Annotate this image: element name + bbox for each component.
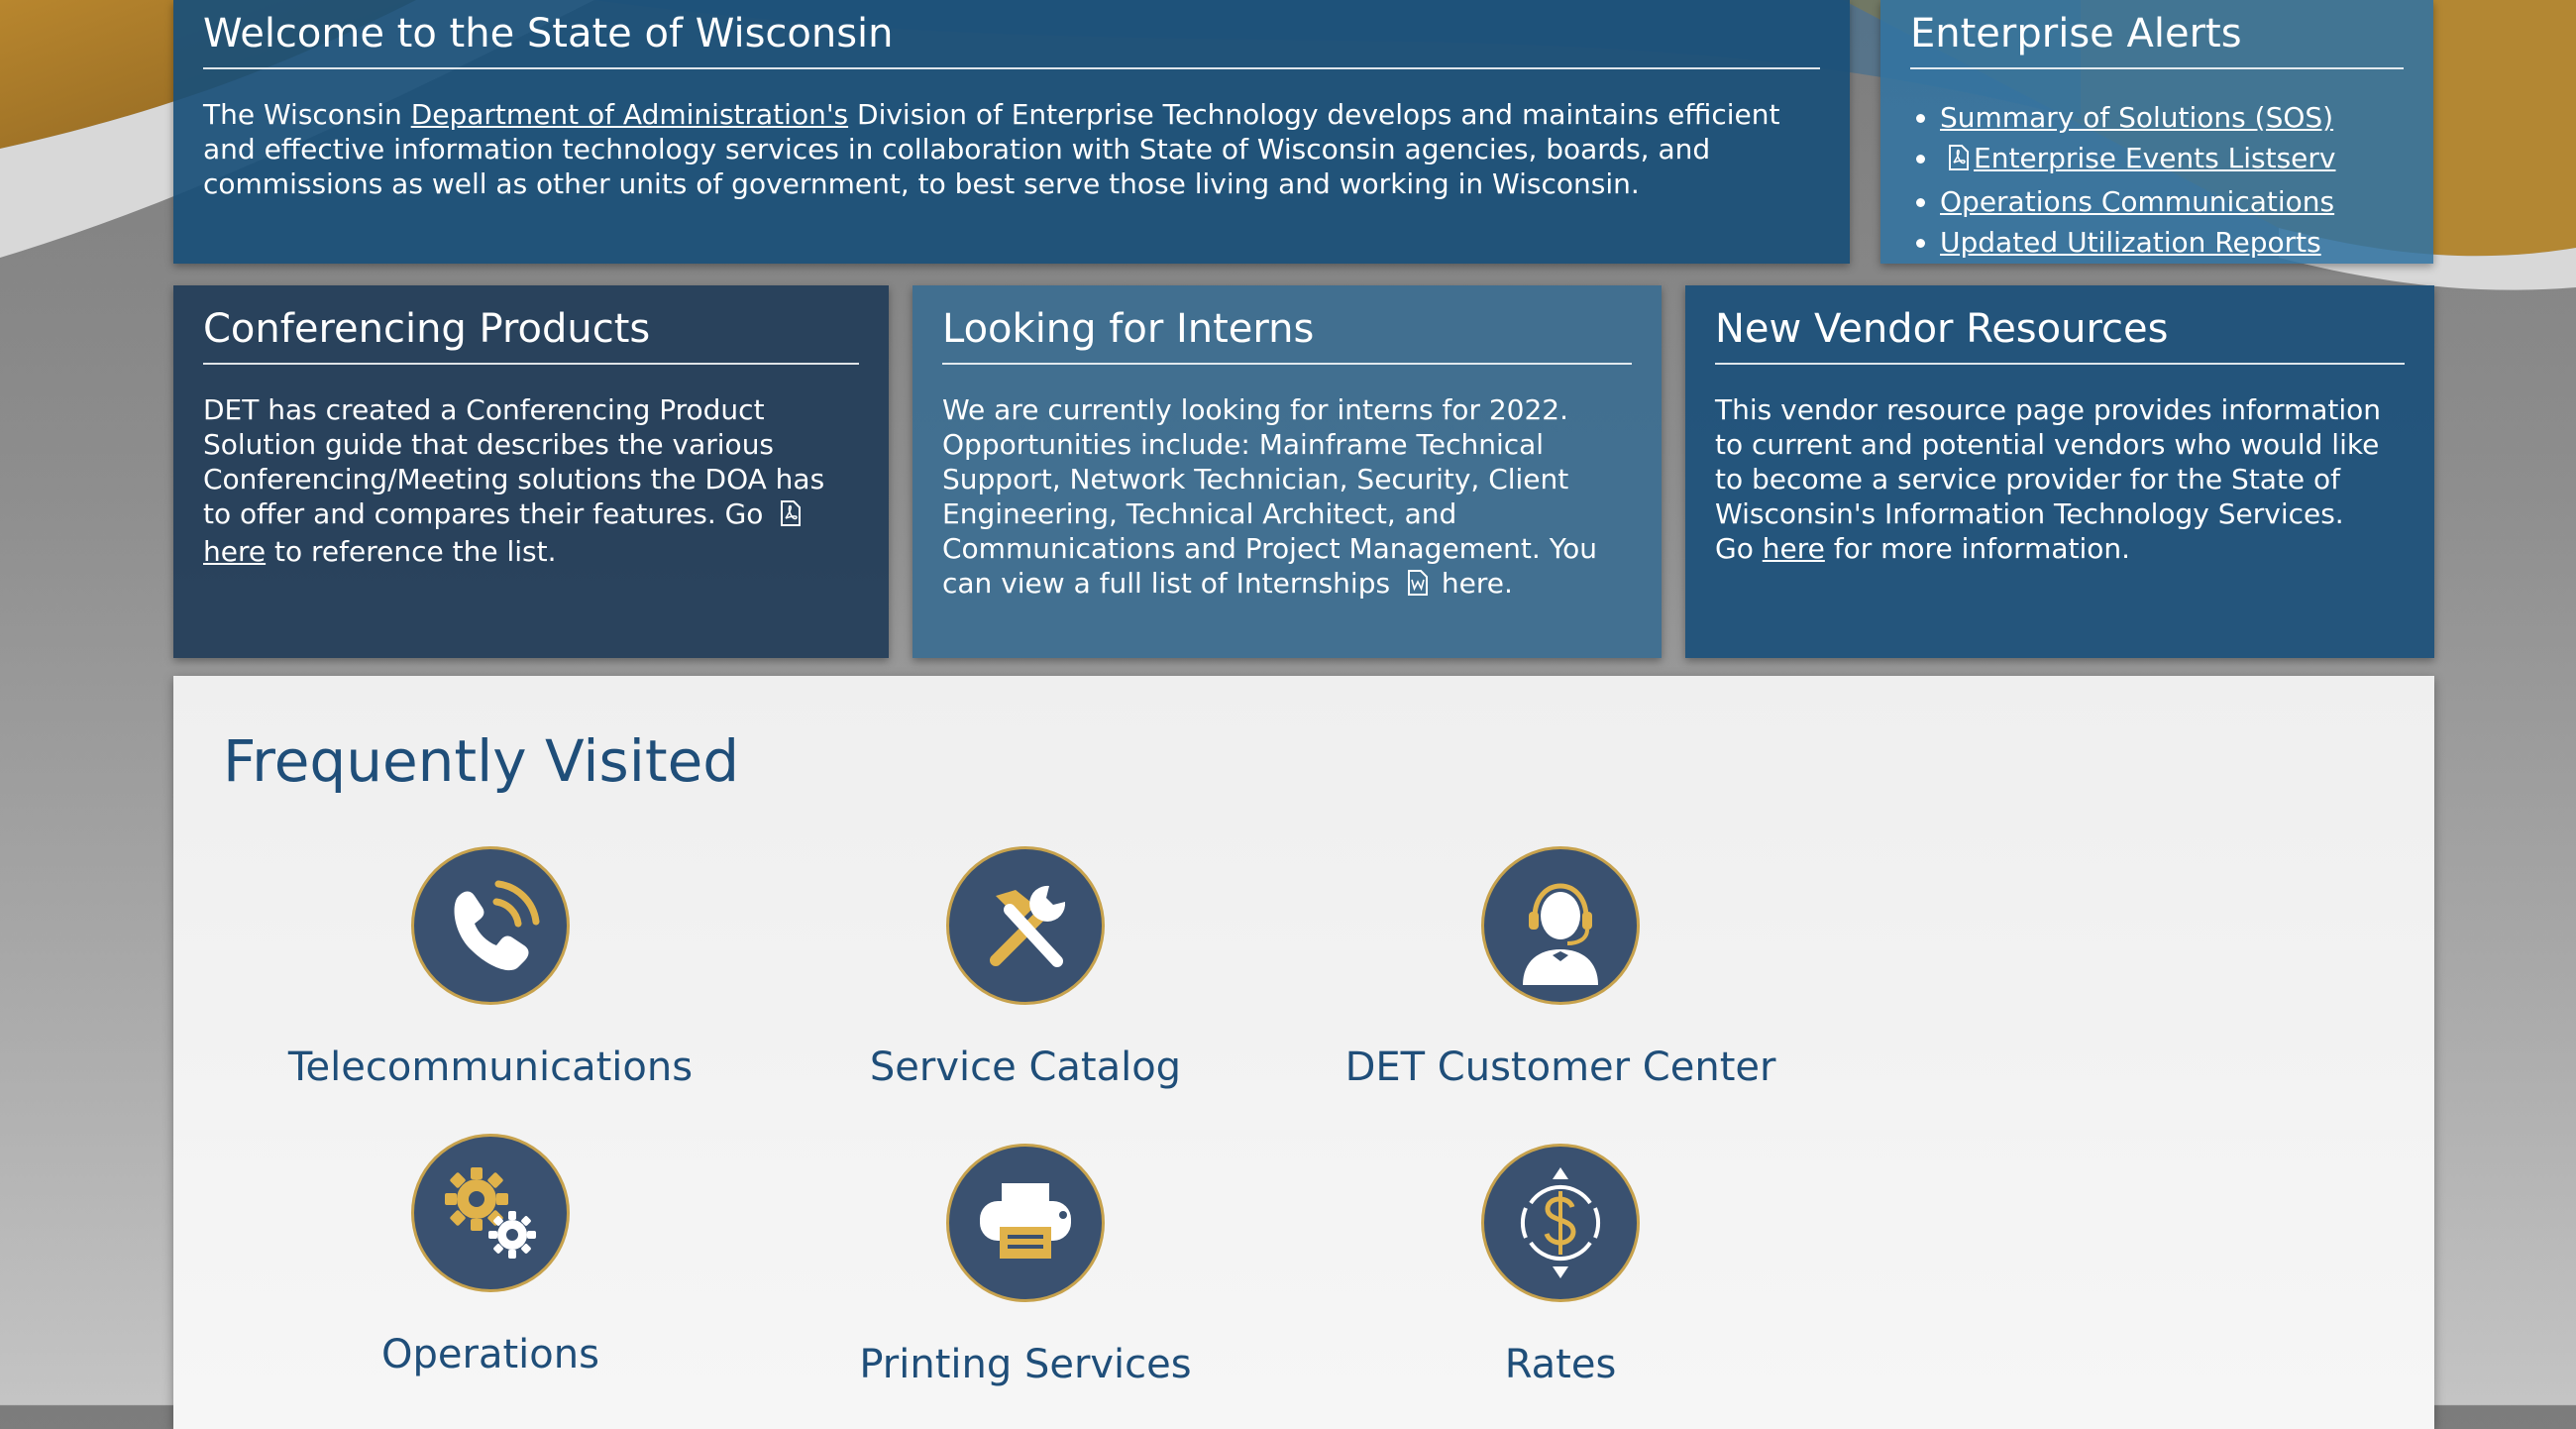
tile-label: Rates	[1504, 1342, 1617, 1387]
tile-operations[interactable]: Operations	[223, 1134, 758, 1377]
tile-label: Printing Services	[859, 1342, 1192, 1387]
pdf-icon	[1948, 141, 1970, 181]
vendor-title: New Vendor Resources	[1715, 305, 2405, 365]
welcome-text-end: Division of Enterprise Technology develo…	[203, 98, 1780, 200]
conferencing-text: DET has created a Conferencing Product S…	[203, 392, 859, 569]
conferencing-panel: Conferencing Products DET has created a …	[173, 285, 889, 658]
vendor-text-body: This vendor resource page provides infor…	[1715, 393, 2382, 530]
interns-panel: Looking for Interns We are currently loo…	[912, 285, 1662, 658]
list-item: Operations Communications	[1940, 181, 2404, 222]
tools-icon	[946, 846, 1105, 1005]
printer-icon	[946, 1144, 1105, 1302]
utilization-reports-link[interactable]: Updated Utilization Reports	[1940, 226, 2321, 259]
frequently-visited-section: Frequently Visited Telecommunications Se…	[173, 676, 2434, 1429]
interns-title: Looking for Interns	[942, 305, 1632, 365]
conferencing-text-end: to reference the list.	[266, 535, 557, 568]
pdf-icon	[780, 499, 802, 534]
conferencing-guide-link[interactable]: here	[203, 535, 267, 568]
interns-text: We are currently looking for interns for…	[942, 392, 1632, 604]
vendor-link[interactable]: here	[1762, 532, 1825, 565]
events-listserv-link[interactable]: Enterprise Events Listserv	[1974, 142, 2336, 174]
tile-det-customer-center[interactable]: DET Customer Center	[1293, 846, 1828, 1090]
interns-text-end: here.	[1432, 567, 1513, 600]
tile-label: Operations	[381, 1332, 599, 1377]
sos-link[interactable]: Summary of Solutions (SOS)	[1940, 101, 2334, 134]
conferencing-title: Conferencing Products	[203, 305, 859, 365]
tile-service-catalog[interactable]: Service Catalog	[758, 846, 1293, 1090]
gears-icon	[411, 1134, 570, 1292]
operations-communications-link[interactable]: Operations Communications	[1940, 185, 2335, 218]
tile-telecommunications[interactable]: Telecommunications	[223, 846, 758, 1090]
doa-link[interactable]: Department of Administration's	[410, 98, 849, 131]
interns-text-start: We are currently looking for interns for…	[942, 393, 1597, 600]
phone-icon	[411, 846, 570, 1005]
vendor-resources-panel: New Vendor Resources This vendor resourc…	[1685, 285, 2434, 658]
headset-agent-icon	[1481, 846, 1640, 1005]
dollar-cycle-icon	[1481, 1144, 1640, 1302]
alerts-list: Summary of Solutions (SOS) Enterprise Ev…	[1910, 97, 2404, 263]
list-item: Summary of Solutions (SOS)	[1940, 97, 2404, 138]
tile-label: DET Customer Center	[1344, 1044, 1776, 1090]
conferencing-text-start: DET has created a Conferencing Product S…	[203, 393, 825, 530]
welcome-text-start: The Wisconsin	[203, 98, 411, 131]
tile-rates[interactable]: Rates	[1293, 1144, 1828, 1387]
tile-label: Service Catalog	[869, 1044, 1182, 1090]
list-item: Updated Utilization Reports	[1940, 222, 2404, 263]
vendor-text: This vendor resource page provides infor…	[1715, 392, 2405, 566]
welcome-panel: Welcome to the State of Wisconsin The Wi…	[173, 0, 1850, 264]
alerts-title: Enterprise Alerts	[1910, 10, 2404, 69]
welcome-text: The Wisconsin Department of Administrati…	[203, 97, 1820, 201]
list-item: Enterprise Events Listserv	[1940, 138, 2404, 181]
enterprise-alerts-panel: Enterprise Alerts Summary of Solutions (…	[1880, 0, 2433, 264]
tile-printing-services[interactable]: Printing Services	[758, 1144, 1293, 1387]
tile-label: Telecommunications	[287, 1044, 694, 1090]
word-doc-icon[interactable]	[1407, 569, 1429, 604]
vendor-text-end: for more information.	[1824, 532, 2131, 565]
vendor-go-text: Go	[1715, 532, 1763, 565]
frequently-visited-title: Frequently Visited	[223, 727, 740, 795]
welcome-title: Welcome to the State of Wisconsin	[203, 10, 1820, 69]
